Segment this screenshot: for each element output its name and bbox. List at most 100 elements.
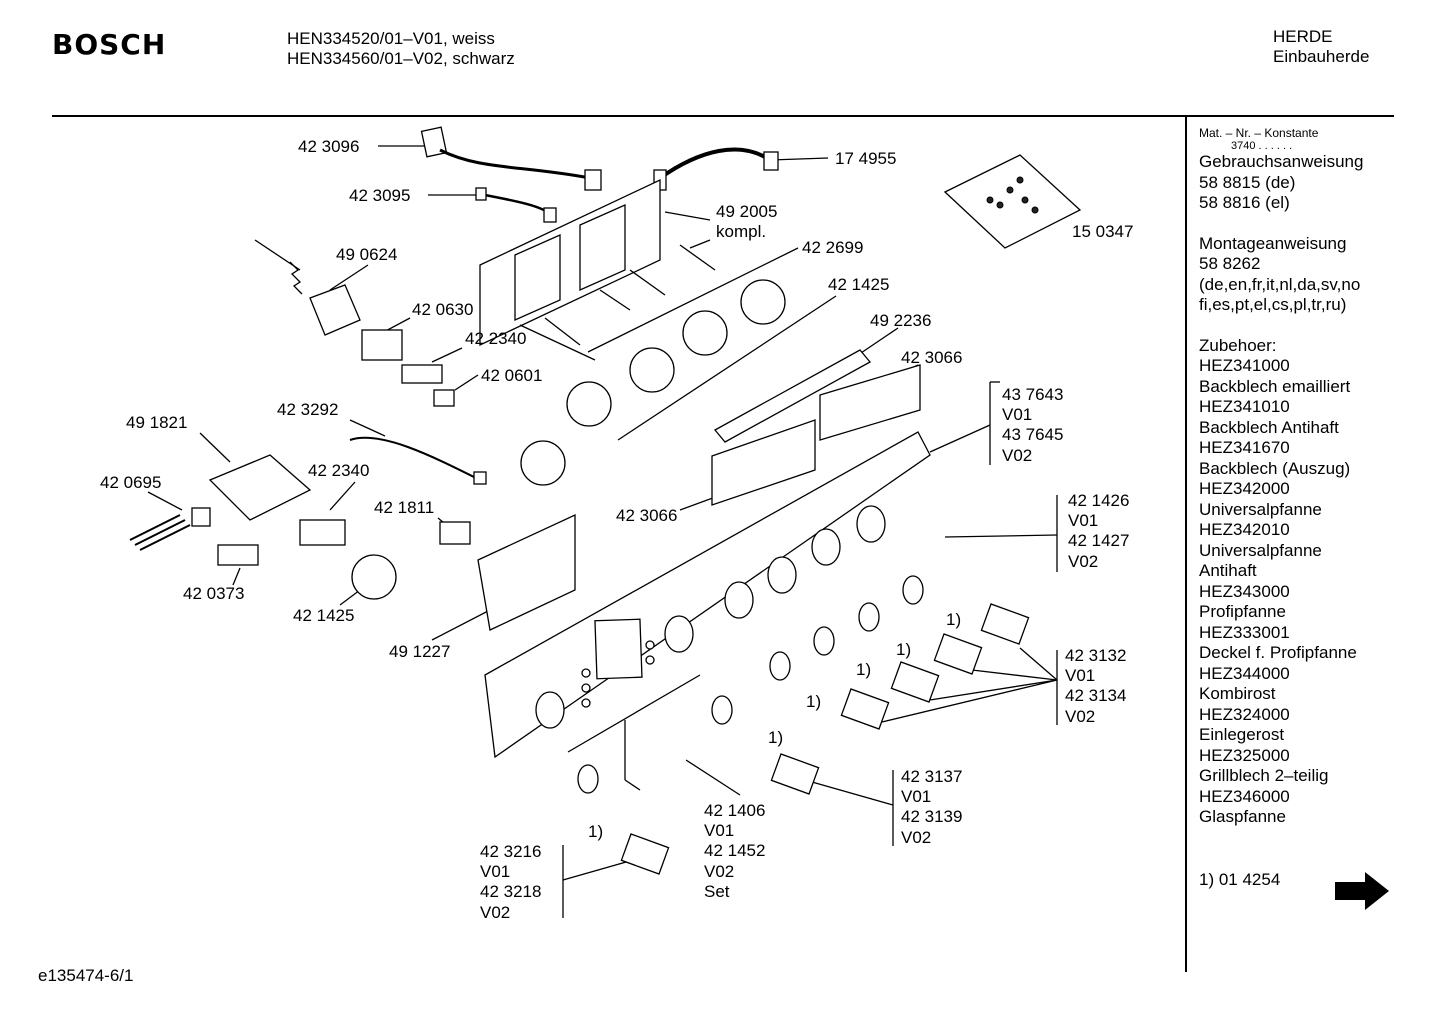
label-line: kompl. bbox=[716, 222, 767, 242]
label-line: V02 bbox=[901, 827, 932, 847]
sidebar-line: HEZ341000 bbox=[1199, 356, 1290, 375]
label-line: V02 bbox=[1065, 706, 1096, 726]
sidebar-line: Deckel f. Profipfanne bbox=[1199, 643, 1357, 662]
sidebar-line: HEZ324000 bbox=[1199, 704, 1290, 724]
sidebar-line: 58 8815 (de) bbox=[1199, 172, 1296, 192]
sidebar-line: Profipfanne bbox=[1199, 602, 1286, 621]
label-line: V01 bbox=[480, 862, 511, 882]
sidebar-line: Backblech (Auszug) bbox=[1199, 458, 1351, 478]
label-420373: 42 0373 bbox=[183, 584, 245, 603]
footnote-marker: 1) bbox=[896, 640, 912, 659]
footnote-marker: 1) bbox=[588, 822, 604, 841]
sidebar-line: Backblech emailliert bbox=[1199, 376, 1351, 396]
label-line: V02 bbox=[1068, 551, 1099, 571]
label-174955: 17 4955 bbox=[835, 149, 897, 168]
small-parts bbox=[208, 329, 921, 631]
switch-block-492005 bbox=[479, 178, 716, 361]
sidebar-line: fi,es,pt,el,cs,pl,tr,ru) bbox=[1199, 295, 1347, 314]
thermostat-490624 bbox=[254, 239, 361, 336]
sidebar-line: 58 8816 (el) bbox=[1199, 193, 1290, 212]
sidebar-line: HEZ344000 bbox=[1199, 663, 1290, 683]
label-423292: 42 3292 bbox=[277, 400, 339, 419]
label-line: V01 bbox=[1068, 511, 1099, 531]
label-line: 42 3132 bbox=[1065, 646, 1127, 665]
label-423096: 42 3096 bbox=[298, 137, 360, 156]
label-420601: 42 0601 bbox=[481, 366, 543, 385]
label-421811: 42 1811 bbox=[374, 498, 435, 517]
brand-logo: BOSCH bbox=[52, 28, 167, 61]
label-line: V01 bbox=[901, 787, 932, 807]
knob-holders-421425 bbox=[351, 279, 786, 600]
label-422340-b: 42 2340 bbox=[308, 461, 370, 480]
sidebar-line: Antihaft bbox=[1199, 561, 1257, 580]
sidebar-line: Universalpfanne bbox=[1199, 540, 1322, 560]
category-line-2: Einbauherde bbox=[1273, 47, 1370, 66]
sidebar-line: HEZ341670 bbox=[1199, 438, 1290, 457]
label-421425-b: 42 1425 bbox=[293, 606, 355, 625]
model-line-2: HEN334560/01–V02, schwarz bbox=[287, 49, 515, 68]
label-423095: 42 3095 bbox=[349, 186, 411, 205]
sidebar-line: Backblech Antihaft bbox=[1199, 417, 1339, 437]
label-line: V01 bbox=[1065, 666, 1096, 686]
model-line-1: HEN334520/01–V01, weiss bbox=[287, 29, 495, 48]
sidebar-line: HEZ346000 bbox=[1199, 786, 1290, 806]
const-value: 3740 . . . . . . bbox=[1231, 140, 1293, 152]
label-490624: 49 0624 bbox=[336, 245, 398, 264]
category-line-1: HERDE bbox=[1273, 27, 1333, 46]
const-label: Mat. – Nr. – Konstante bbox=[1199, 126, 1319, 140]
sidebar-line: Grillblech 2–teilig bbox=[1199, 766, 1329, 785]
label-line: V02 bbox=[480, 902, 511, 922]
label-line: 43 7643 bbox=[1002, 385, 1064, 404]
label-line: 42 3218 bbox=[480, 882, 542, 902]
sidebar-line: Glaspfanne bbox=[1199, 807, 1286, 826]
label-line: V01 bbox=[704, 821, 735, 841]
label-line: 49 2005 bbox=[716, 202, 778, 221]
sidebar-line: (de,en,fr,it,nl,da,sv,no bbox=[1199, 274, 1361, 294]
footnote: 1) 01 4254 bbox=[1199, 869, 1281, 889]
label-line: 42 1452 bbox=[704, 841, 766, 861]
label-420695: 42 0695 bbox=[100, 473, 162, 492]
footnote-marker: 1) bbox=[856, 660, 872, 679]
leader-lines bbox=[147, 145, 1058, 918]
sidebar-line: Einlegerost bbox=[1199, 725, 1285, 744]
label-line: 42 3216 bbox=[480, 842, 542, 861]
category-info: HERDE Einbauherde bbox=[1273, 27, 1369, 67]
sidebar: Mat. – Nr. – Konstante 3740 . . . . . . … bbox=[1199, 126, 1363, 890]
label-line: 42 3137 bbox=[901, 767, 963, 786]
control-panel-437643 bbox=[484, 431, 931, 759]
label-line: 42 3139 bbox=[901, 807, 963, 827]
sidebar-line: HEZ325000 bbox=[1199, 745, 1290, 765]
sidebar-line: Montageanweisung bbox=[1199, 233, 1347, 253]
label-423066-b: 42 3066 bbox=[616, 506, 678, 525]
footnote-marker: 1) bbox=[946, 610, 962, 629]
label-line: V02 bbox=[1002, 445, 1033, 465]
sidebar-line: Zubehoer: bbox=[1199, 335, 1277, 355]
sidebar-line: HEZ342010 bbox=[1199, 520, 1290, 539]
label-421425-a: 42 1425 bbox=[828, 275, 890, 294]
sidebar-line: HEZ341010 bbox=[1199, 397, 1290, 416]
label-line: 42 1426 bbox=[1068, 491, 1130, 510]
label-150347: 15 0347 bbox=[1072, 222, 1134, 241]
label-423066-a: 42 3066 bbox=[901, 348, 963, 367]
harness-group bbox=[129, 126, 779, 551]
sidebar-divider bbox=[1185, 117, 1187, 972]
label-line: Set bbox=[704, 881, 730, 901]
label-line: V02 bbox=[704, 861, 735, 881]
sidebar-line: Gebrauchsanweisung bbox=[1199, 152, 1364, 171]
model-info: HEN334520/01–V01, weiss HEN334560/01–V02… bbox=[287, 29, 515, 69]
sidebar-line: HEZ343000 bbox=[1199, 581, 1290, 601]
label-line: 42 3134 bbox=[1065, 686, 1127, 706]
label-line: 42 1406 bbox=[704, 801, 766, 820]
label-492236: 49 2236 bbox=[870, 311, 932, 330]
sidebar-line: HEZ333001 bbox=[1199, 622, 1290, 642]
screw-bag-150347 bbox=[943, 154, 1082, 249]
sidebar-line: Kombirost bbox=[1199, 684, 1276, 703]
